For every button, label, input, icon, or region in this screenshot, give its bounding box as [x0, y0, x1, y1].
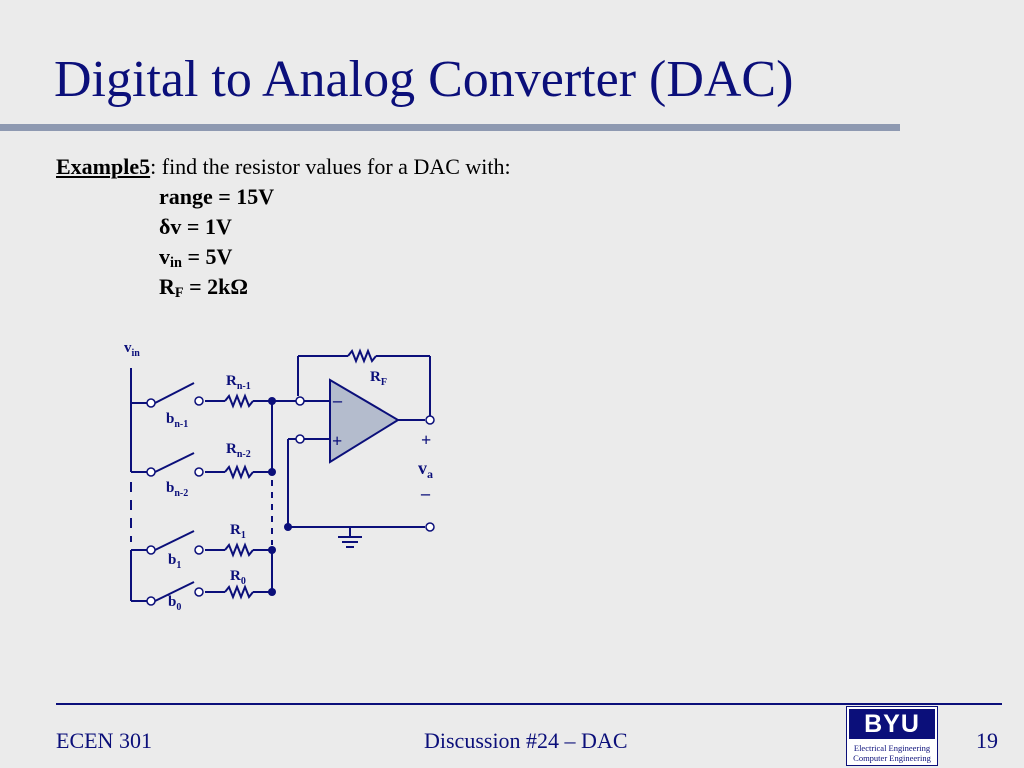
- opamp-minus-sign: –: [332, 390, 343, 410]
- param-rf: RF = 2kΩ: [159, 274, 249, 301]
- byu-logo-word: BYU: [849, 709, 935, 739]
- output-minus-sign: –: [420, 483, 431, 503]
- param-vin: vin = 5V: [159, 244, 233, 271]
- output-voltage-label: va: [418, 458, 433, 481]
- example-text: : find the resistor values for a DAC wit…: [150, 154, 511, 179]
- opamp-plus-sign: +: [332, 431, 342, 451]
- switch-label: b0: [168, 594, 181, 613]
- footer-divider: [56, 703, 1002, 705]
- logo-dept-line-2: Computer Engineering: [853, 753, 931, 763]
- page-number: 19: [976, 728, 998, 753]
- vin-label: vin: [124, 340, 140, 359]
- byu-logo: BYU Electrical Engineering Computer Engi…: [846, 706, 938, 766]
- switch-label: bn-1: [166, 411, 188, 430]
- title-divider: [0, 124, 900, 131]
- switch-label: bn-2: [166, 480, 188, 499]
- op-amp-symbol: [329, 378, 400, 464]
- param-range: range = 15V: [159, 184, 275, 209]
- course-label: ECEN 301: [56, 728, 152, 753]
- discussion-label: Discussion #24 – DAC: [424, 728, 628, 753]
- example-block: Example5: find the resistor values for a…: [56, 152, 511, 302]
- slide-title: Digital to Analog Converter (DAC): [54, 51, 794, 108]
- switch-label: b1: [168, 552, 181, 571]
- example-label: Example5: [56, 154, 151, 179]
- resistor-label: R0: [230, 568, 246, 587]
- example-line: Example5: find the resistor values for a…: [56, 152, 511, 182]
- param-delta-v: δv = 1V: [159, 214, 232, 239]
- logo-dept-line-1: Electrical Engineering: [853, 743, 931, 753]
- resistor-label: Rn-2: [226, 441, 251, 460]
- rf-label: RF: [370, 369, 387, 388]
- output-plus-sign: +: [421, 430, 431, 450]
- resistor-label: R1: [230, 522, 246, 541]
- resistor-label: Rn-1: [226, 373, 251, 392]
